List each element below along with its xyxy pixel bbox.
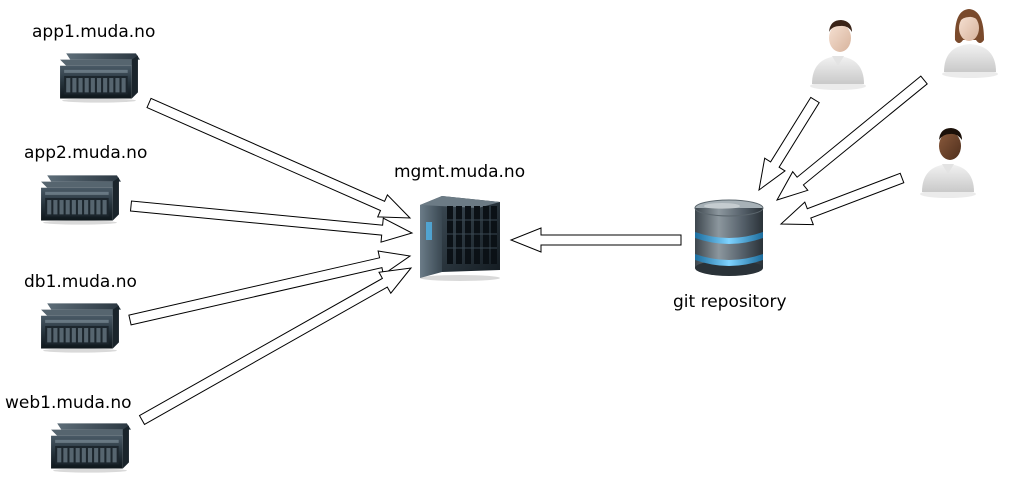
db1-server-icon xyxy=(41,303,121,353)
user-male-icon xyxy=(810,20,866,90)
mgmt-label: mgmt.muda.no xyxy=(394,162,526,182)
arrow-user3-to-git xyxy=(779,172,905,226)
web1-server-icon xyxy=(51,423,131,473)
app2-label: app2.muda.no xyxy=(24,143,148,163)
mgmt-rack-server-icon xyxy=(420,196,500,281)
app1-label: app1.muda.no xyxy=(32,22,156,42)
arrow-db1-to-mgmt xyxy=(128,250,412,326)
app1-server-icon xyxy=(60,53,140,103)
arrow-git-to-mgmt xyxy=(509,227,682,253)
arrow-app1-to-mgmt xyxy=(146,97,412,219)
git-database-icon xyxy=(694,199,764,276)
arrow-user2-to-git xyxy=(775,75,928,201)
arrow-app2-to-mgmt xyxy=(129,200,414,243)
user-male-dark-icon xyxy=(920,128,976,198)
git-label: git repository xyxy=(673,292,787,312)
arrow-user1-to-git xyxy=(758,96,820,192)
web1-label: web1.muda.no xyxy=(5,393,132,413)
arrow-web1-to-mgmt xyxy=(138,267,413,426)
user-female-icon xyxy=(942,9,998,78)
db1-label: db1.muda.no xyxy=(24,272,137,292)
app2-server-icon xyxy=(41,175,121,225)
